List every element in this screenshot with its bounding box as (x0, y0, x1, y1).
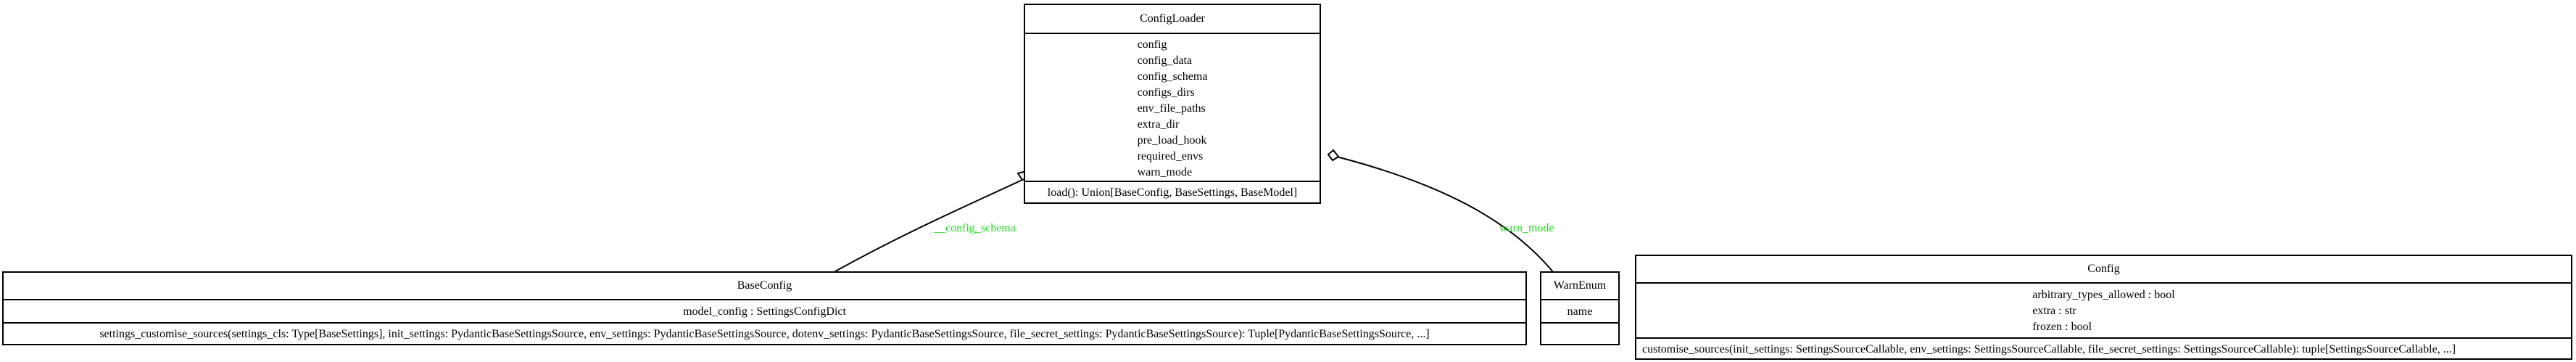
attributes-section: arbitrary_types_allowed : bool extra : s… (1636, 282, 2571, 337)
methods-section: customise_sources(init_settings: Setting… (1636, 337, 2571, 358)
class-name: BaseConfig (737, 279, 792, 292)
attribute: pre_load_hook (1137, 134, 1207, 147)
class-base-config: BaseConfig model_config : SettingsConfig… (2, 271, 1527, 345)
class-name: Config (2087, 263, 2120, 275)
attribute: extra : str (2032, 305, 2076, 317)
config-schema-edge (834, 179, 1023, 272)
class-name: WarnEnum (1553, 279, 1607, 292)
method: settings_customise_sources(settings_cls:… (99, 328, 1430, 340)
attribute: config_data (1137, 54, 1193, 67)
attribute: config_schema (1137, 70, 1208, 83)
config-schema-label: __config_schema (934, 222, 1016, 234)
warn-mode-edge (1328, 154, 1554, 273)
methods-section: load(): Union[BaseConfig, BaseSettings, … (1025, 181, 1320, 202)
attribute: arbitrary_types_allowed : bool (2032, 289, 2175, 301)
attributes-section: model_config : SettingsConfigDict (4, 299, 1525, 322)
attribute: configs_dirs (1137, 86, 1195, 99)
class-config-loader: ConfigLoader config config_data config_s… (1024, 4, 1321, 204)
class-warn-enum: WarnEnum name (1540, 271, 1620, 345)
attributes-section: config config_data config_schema configs… (1025, 33, 1320, 181)
methods-section: settings_customise_sources(settings_cls:… (4, 322, 1525, 344)
attributes-section: name (1541, 299, 1618, 322)
warn-mode-aggregation-diamond (1327, 149, 1340, 162)
warn-mode-label: warn_mode (1499, 222, 1554, 234)
attribute: config (1137, 38, 1167, 51)
method: load(): Union[BaseConfig, BaseSettings, … (1047, 186, 1298, 199)
attribute: warn_mode (1137, 166, 1193, 178)
attribute: env_file_paths (1137, 102, 1206, 115)
class-name: ConfigLoader (1140, 12, 1205, 25)
methods-section (1541, 322, 1618, 344)
attribute: frozen : bool (2032, 321, 2092, 333)
attribute: model_config : SettingsConfigDict (683, 305, 846, 318)
attribute: name (1567, 305, 1593, 318)
class-config: Config arbitrary_types_allowed : bool ex… (1635, 255, 2572, 360)
method: customise_sources(init_settings: Setting… (1642, 343, 2456, 355)
attribute: extra_dir (1137, 118, 1180, 131)
attribute: required_envs (1137, 150, 1204, 163)
